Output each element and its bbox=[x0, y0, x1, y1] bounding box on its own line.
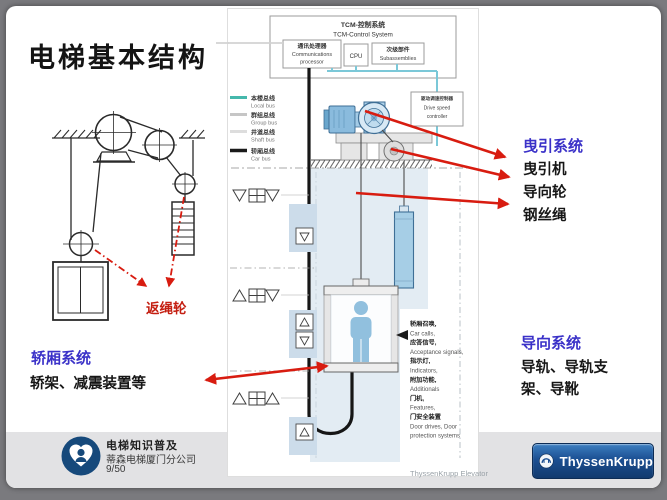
traction-item-deflector: 导向轮 bbox=[523, 185, 567, 201]
comm-processor-box bbox=[282, 39, 342, 69]
legend-en-0: Local bus bbox=[251, 104, 275, 110]
callout-line-3: Acceptance signals, bbox=[410, 350, 464, 356]
legend-en-1: Group bus bbox=[251, 121, 277, 127]
elevator-car bbox=[323, 278, 399, 373]
car-pulley bbox=[63, 230, 99, 258]
traction-item-rope: 钢丝绳 bbox=[523, 208, 567, 224]
car-functions-callout: 轿厢召唤, Car calls, 应答信号, Acceptance signal… bbox=[396, 320, 464, 440]
guide-system-sub2: 架、导靴 bbox=[521, 382, 579, 398]
counterweight-pulley bbox=[172, 172, 198, 196]
uploader-avatar bbox=[61, 436, 101, 476]
legend-cn-1: 群组总线 bbox=[250, 112, 275, 120]
bus-legend: 本楼总线 Local bus 群组总线 Group bus 井道总线 Shaft… bbox=[230, 95, 277, 163]
car-system-title: 轿厢系统 bbox=[31, 350, 92, 367]
deflector-sheave bbox=[383, 140, 405, 162]
callout-line-4: 指示灯, bbox=[410, 357, 431, 365]
callout-line-8: 门机, bbox=[410, 394, 424, 402]
legend-cn-3: 轿厢总线 bbox=[251, 148, 275, 156]
drive-en2: controller bbox=[427, 114, 448, 120]
comm-cn: 通讯处理器 bbox=[298, 42, 327, 50]
callout-line-2: 应答信号, bbox=[410, 339, 437, 347]
callout-line-7: Additionals bbox=[410, 387, 439, 393]
callout-line-10: 门安全装置 bbox=[410, 413, 441, 421]
counterweight bbox=[393, 205, 415, 289]
car-system-sub: 轿架、减震装置等 bbox=[30, 376, 146, 392]
comm-en2: processor bbox=[300, 60, 324, 66]
roping-lines bbox=[52, 116, 205, 262]
passenger-icon bbox=[350, 301, 372, 362]
callout-line-9: Features, bbox=[410, 406, 436, 412]
thyssenkrupp-emblem-icon bbox=[538, 453, 554, 469]
hall-indicators bbox=[230, 188, 317, 455]
callout-pointer-icon bbox=[396, 330, 408, 340]
control-system-box: TCM-控制系统 TCM-Control System 通讯处理器 Commun… bbox=[269, 15, 457, 79]
legend-cn-2: 井道总线 bbox=[251, 129, 275, 137]
uploader-org: 蒂森电梯厦门分公司 bbox=[106, 455, 196, 466]
drive-en1: Drive speed bbox=[424, 106, 451, 112]
callout-line-11: Door drives, Door bbox=[410, 424, 457, 430]
legend-cn-0: 本楼总线 bbox=[251, 95, 275, 103]
callout-line-6: 附加功能, bbox=[410, 376, 437, 384]
traction-system-title: 曳引系统 bbox=[523, 138, 584, 155]
elevator-system-diagram: TCM-控制系统 TCM-Control System 通讯处理器 Commun… bbox=[227, 8, 479, 477]
cpu-label: CPU bbox=[350, 54, 363, 60]
car-bus-travelling-cable bbox=[307, 68, 354, 436]
person-icon bbox=[77, 448, 85, 457]
uploader-name: 电梯知识普及 bbox=[106, 440, 178, 452]
page-indicator: 9/50 bbox=[106, 464, 126, 475]
comm-en1: Communications bbox=[292, 52, 332, 58]
callout-line-5: Indicators, bbox=[410, 369, 438, 375]
legend-en-2: Shaft bus bbox=[251, 138, 275, 144]
return-wheel-arrows bbox=[94, 196, 185, 288]
return-wheel-label: 返绳轮 bbox=[146, 300, 187, 316]
machine-sheave bbox=[92, 111, 136, 163]
traction-sheave bbox=[357, 101, 391, 135]
roping-schematic: 返绳轮 bbox=[52, 111, 205, 321]
sub-en: Subassemblies bbox=[380, 56, 417, 62]
drive-controller-box: 驱动调速控制器 Drive speed controller bbox=[410, 91, 464, 127]
legend-en-3: Car bus bbox=[251, 157, 271, 163]
drive-cn: 驱动调速控制器 bbox=[421, 95, 454, 102]
sub-cn: 次级部件 bbox=[386, 46, 409, 54]
car-schematic bbox=[52, 261, 109, 321]
slide: 电梯基本结构 bbox=[6, 6, 661, 488]
counterweight-schematic bbox=[171, 201, 195, 256]
thyssenkrupp-watermark: ThyssenKrupp Elevator bbox=[410, 469, 488, 478]
deflector-sheave-schematic bbox=[142, 128, 177, 162]
guide-system-sub1: 导轨、导轨支 bbox=[521, 360, 608, 376]
traction-item-machine: 曳引机 bbox=[523, 162, 567, 178]
guide-system-title: 导向系统 bbox=[521, 335, 582, 352]
control-title-en: TCM-Control System bbox=[333, 32, 393, 39]
control-title-cn: TCM-控制系统 bbox=[341, 20, 385, 29]
callout-line-12: protection systems bbox=[410, 434, 460, 440]
logo-wordmark: ThyssenKrupp bbox=[559, 453, 653, 469]
callout-line-1: Car calls, bbox=[410, 331, 435, 337]
page-title: 电梯基本结构 bbox=[28, 43, 208, 73]
callout-line-0: 轿厢召唤, bbox=[410, 320, 437, 328]
thyssenkrupp-logo: ThyssenKrupp bbox=[532, 443, 654, 479]
